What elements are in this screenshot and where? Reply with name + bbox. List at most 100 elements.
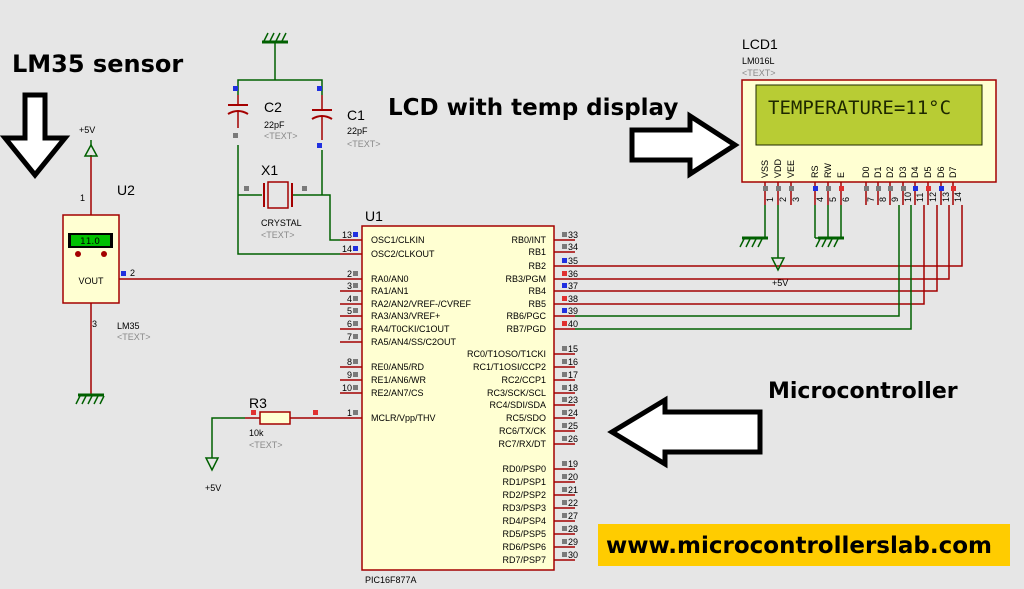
mcu-pin-name: OSC1/CLKIN	[371, 235, 425, 245]
mcu-pin-name: RC7/RX/DT	[498, 439, 546, 449]
lcd-pin-name: D0	[861, 166, 871, 178]
mcu-pin-name: OSC2/CLKOUT	[371, 249, 435, 259]
lcd-pin[interactable]: RW5	[823, 163, 838, 205]
resistor-r3[interactable]	[245, 410, 340, 425]
r3-text-tag: <TEXT>	[249, 440, 283, 450]
lcd-ref: LCD1	[742, 36, 778, 52]
lcd-pin[interactable]: E6	[836, 172, 851, 205]
capacitor-c1[interactable]	[311, 86, 333, 148]
mcu-pin-name: RB6/PGC	[506, 311, 546, 321]
lcd-pin[interactable]: RS4	[810, 165, 825, 205]
lm35-sensor[interactable]: 11.0 VOUT	[62, 214, 120, 304]
mcu-pin-number: 38	[568, 294, 578, 304]
mcu-pin-number: 14	[342, 244, 352, 254]
lcd-pin[interactable]: D18	[873, 166, 888, 205]
lcd-pin-name: D7	[948, 166, 958, 178]
mcu-pin-name: RB3/PGM	[505, 274, 546, 284]
mcu-pin-number: 18	[568, 383, 578, 393]
ground-icon-sensor	[75, 393, 105, 405]
mcu-pin-name: RE0/AN5/RD	[371, 362, 425, 372]
data-bus-wires	[575, 205, 963, 330]
mcu-pin-number: 15	[568, 344, 578, 354]
mcu-pin-number: 8	[347, 357, 352, 367]
mcu-pin-name: RC2/CCP1	[501, 375, 546, 385]
lcd-pin-number: 6	[841, 197, 851, 202]
mcu-pin-number: 23	[568, 395, 578, 405]
mcu-pin-number: 33	[568, 230, 578, 240]
mcu-pin-name: RD0/PSP0	[502, 464, 546, 474]
lcd-pin-name: VDD	[773, 158, 783, 178]
annotation-lcd: LCD with temp display	[388, 95, 678, 121]
crystal-x1[interactable]	[244, 181, 307, 209]
mcu-pin-number: 6	[347, 319, 352, 329]
mcu-pin-name: RD6/PSP6	[502, 542, 546, 552]
mcu-pin-name: RC0/T1OSO/T1CKI	[467, 349, 546, 359]
lcd-pin[interactable]: D7 14	[948, 166, 963, 205]
lcd-pin-name: D1	[873, 166, 883, 178]
lcd-pin[interactable]: D29	[885, 166, 900, 205]
mcu-pin-name: RB2	[528, 261, 546, 271]
lcd-pin-number: 4	[815, 197, 825, 202]
mcu-pin-name: RA2/AN2/VREF-/CVREF	[371, 299, 472, 309]
sensor-display: 11.0	[80, 237, 100, 247]
mcu-model: PIC16F877A	[365, 575, 417, 585]
c1-text-tag: <TEXT>	[347, 139, 381, 149]
mcu-pin-number: 10	[342, 383, 352, 393]
mcu-pin-name: RC1/T1OSI/CCP2	[473, 362, 546, 372]
mcu-pin-name: RA0/AN0	[371, 274, 409, 284]
crystal-ref: X1	[261, 162, 278, 178]
capacitor-c2[interactable]	[227, 86, 249, 138]
lcd-pin-name: VSS	[760, 160, 770, 178]
mcu-pin-number: 26	[568, 434, 578, 444]
mcu-body[interactable]	[361, 225, 555, 571]
website-text[interactable]: www.microcontrollerslab.com	[606, 533, 992, 559]
lcd-module[interactable]: TEMPERATURE=11°C	[741, 79, 997, 183]
lcd-pin-number: 14	[953, 192, 963, 202]
lcd-pin[interactable]: D07	[861, 166, 876, 205]
